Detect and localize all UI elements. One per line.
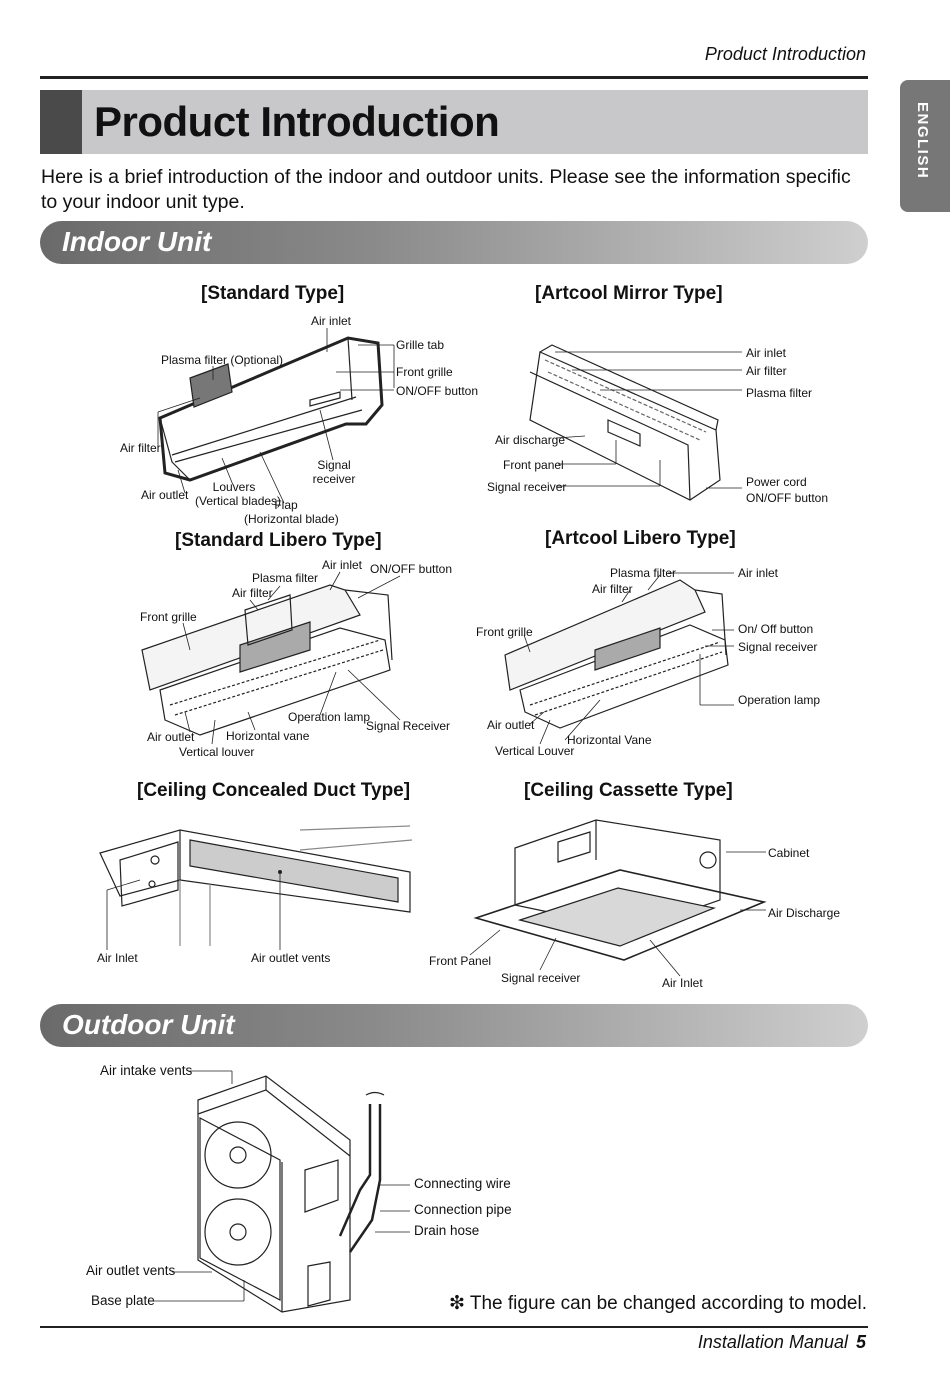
artcool-libero-title: [Artcool Libero Type] bbox=[545, 528, 736, 549]
standard-plasma-filter-label: Plasma filter (Optional) bbox=[161, 353, 284, 367]
slibero-vertical-louver-label: Vertical louver bbox=[179, 745, 255, 759]
slibero-operation-lamp-label: Operation lamp bbox=[288, 710, 371, 724]
outdoor-air-outlet-vents-label: Air outlet vents bbox=[86, 1263, 176, 1278]
intro-text: Here is a brief introduction of the indo… bbox=[41, 166, 851, 213]
mirror-air-discharge-label: Air discharge bbox=[495, 433, 566, 447]
cassette-air-inlet-label: Air Inlet bbox=[662, 976, 703, 990]
standard-grille-tab-label: Grille tab bbox=[396, 338, 445, 352]
standard-louvers-line1: Louvers bbox=[212, 480, 256, 494]
ceiling-duct-title: [Ceiling Concealed Duct Type] bbox=[137, 780, 411, 801]
alibero-air-inlet-label: Air inlet bbox=[738, 566, 779, 580]
standard-signal-line1: Signal bbox=[317, 458, 351, 472]
standard-onoff-label: ON/OFF button bbox=[396, 384, 479, 398]
footer: Installation Manual 5 bbox=[698, 1332, 866, 1353]
mirror-signal-receiver-label: Signal receiver bbox=[487, 480, 567, 494]
running-header: Product Introduction bbox=[704, 44, 866, 64]
duct-air-inlet-label: Air Inlet bbox=[97, 951, 138, 965]
mirror-air-filter-label: Air filter bbox=[746, 364, 787, 378]
mirror-front-panel-label: Front panel bbox=[503, 458, 564, 472]
language-tab: ENGLISH bbox=[900, 80, 950, 212]
alibero-onoff-label: On/ Off button bbox=[738, 622, 814, 636]
outdoor-base-plate-label: Base plate bbox=[91, 1293, 155, 1308]
footer-label: Installation Manual bbox=[697, 1332, 848, 1352]
alibero-front-grille-label: Front grille bbox=[476, 625, 533, 639]
mirror-power-cord-label: Power cord bbox=[746, 475, 807, 489]
outdoor-air-intake-vents-label: Air intake vents bbox=[100, 1063, 193, 1078]
standard-flap-line2: (Horizontal blade) bbox=[244, 512, 339, 526]
cassette-front-panel-label: Front Panel bbox=[429, 954, 492, 968]
standard-air-outlet-label: Air outlet bbox=[141, 488, 189, 502]
page-title: Product Introduction bbox=[94, 98, 500, 145]
outdoor-drain-hose-label: Drain hose bbox=[414, 1223, 480, 1238]
outdoor-section-bar: Outdoor Unit bbox=[40, 1004, 868, 1047]
slibero-air-filter-label: Air filter bbox=[232, 586, 273, 600]
duct-air-outlet-vents-label: Air outlet vents bbox=[251, 951, 331, 965]
alibero-air-filter-label: Air filter bbox=[592, 582, 633, 596]
alibero-operation-lamp-label: Operation lamp bbox=[738, 693, 821, 707]
alibero-horizontal-vane-label: Horizontal Vane bbox=[567, 733, 652, 747]
cassette-air-discharge-label: Air Discharge bbox=[768, 906, 841, 920]
slibero-front-grille-label: Front grille bbox=[140, 610, 197, 624]
page-number: 5 bbox=[855, 1332, 866, 1352]
language-tab-label: ENGLISH bbox=[914, 102, 931, 180]
standard-air-filter-label: Air filter bbox=[120, 441, 161, 455]
standard-front-grille-label: Front grille bbox=[396, 365, 453, 379]
title-bar: Product Introduction bbox=[40, 90, 868, 154]
header-rule bbox=[40, 76, 868, 79]
outdoor-connection-pipe-label: Connection pipe bbox=[414, 1202, 512, 1217]
slibero-horizontal-vane-label: Horizontal vane bbox=[226, 729, 310, 743]
standard-flap-line1: Flap bbox=[274, 498, 298, 512]
slibero-onoff-label: ON/OFF button bbox=[370, 562, 453, 576]
artcool-mirror-title: [Artcool Mirror Type] bbox=[535, 283, 723, 304]
slibero-plasma-filter-label: Plasma filter bbox=[252, 571, 319, 585]
alibero-plasma-filter-label: Plasma filter bbox=[610, 566, 677, 580]
standard-libero-title: [Standard Libero Type] bbox=[175, 530, 382, 551]
alibero-air-outlet-label: Air outlet bbox=[487, 718, 535, 732]
slibero-air-inlet-label: Air inlet bbox=[322, 558, 363, 572]
standard-flap-label: Flap(Horizontal blade) bbox=[244, 498, 339, 526]
mirror-onoff-label: ON/OFF button bbox=[746, 491, 829, 505]
cassette-cabinet-label: Cabinet bbox=[768, 846, 810, 860]
standard-air-inlet-label: Air inlet bbox=[311, 314, 352, 328]
standard-louvers-line2: (Vertical blades) bbox=[195, 494, 282, 508]
standard-type-title: [Standard Type] bbox=[201, 283, 345, 304]
slibero-signal-receiver-label: Signal Receiver bbox=[366, 719, 451, 733]
ceiling-cassette-title: [Ceiling Cassette Type] bbox=[524, 780, 733, 801]
standard-louvers-label: Louvers(Vertical blades) bbox=[195, 480, 281, 508]
mirror-plasma-filter-label: Plasma filter bbox=[746, 386, 813, 400]
outdoor-connecting-wire-label: Connecting wire bbox=[414, 1176, 511, 1191]
alibero-vertical-louver-label: Vertical Louver bbox=[495, 744, 575, 758]
mirror-air-inlet-label: Air inlet bbox=[746, 346, 787, 360]
model-note: ❇ The figure can be changed according to… bbox=[449, 1293, 867, 1314]
indoor-heading: Indoor Unit bbox=[62, 226, 212, 257]
standard-signal-line2: receiver bbox=[312, 472, 356, 486]
cassette-signal-receiver-label: Signal receiver bbox=[501, 971, 581, 985]
alibero-signal-receiver-label: Signal receiver bbox=[738, 640, 818, 654]
outdoor-heading: Outdoor Unit bbox=[62, 1009, 235, 1040]
footer-rule bbox=[40, 1326, 868, 1328]
indoor-section-bar: Indoor Unit bbox=[40, 221, 868, 264]
slibero-air-outlet-label: Air outlet bbox=[147, 730, 195, 744]
title-bar-accent bbox=[40, 90, 82, 154]
